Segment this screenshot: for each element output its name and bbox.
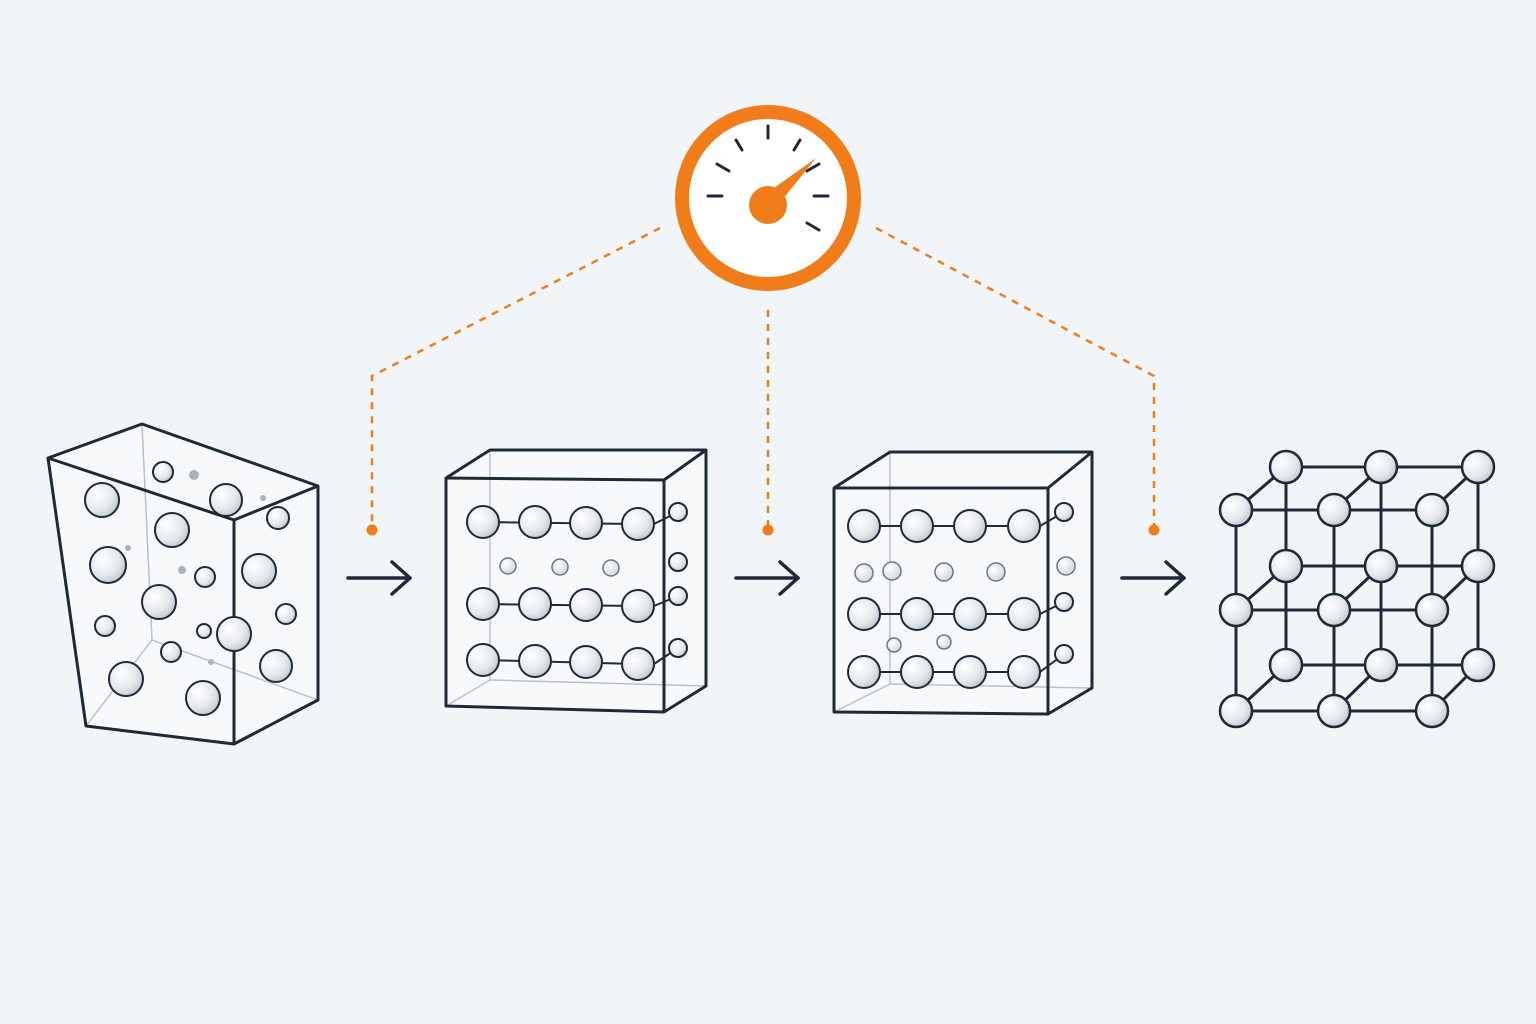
arrows: [346, 560, 1186, 596]
disordered-cube-icon: [46, 422, 320, 746]
pressure-gauge-icon: [675, 105, 861, 291]
connector-left: [370, 226, 661, 528]
defect-cube-icon: [832, 450, 1094, 716]
connector-right: [875, 226, 1156, 528]
cubic-lattice-icon: [1218, 449, 1496, 729]
layered-cube-icon: [444, 448, 708, 714]
arrow-right-icon: [346, 560, 412, 596]
arrow-right-icon: [1120, 560, 1186, 596]
gauge-connectors: [370, 226, 1156, 528]
gauge-hub: [749, 186, 787, 224]
arrow-right-icon: [734, 560, 800, 596]
connector-endpoints: [366, 524, 1160, 536]
